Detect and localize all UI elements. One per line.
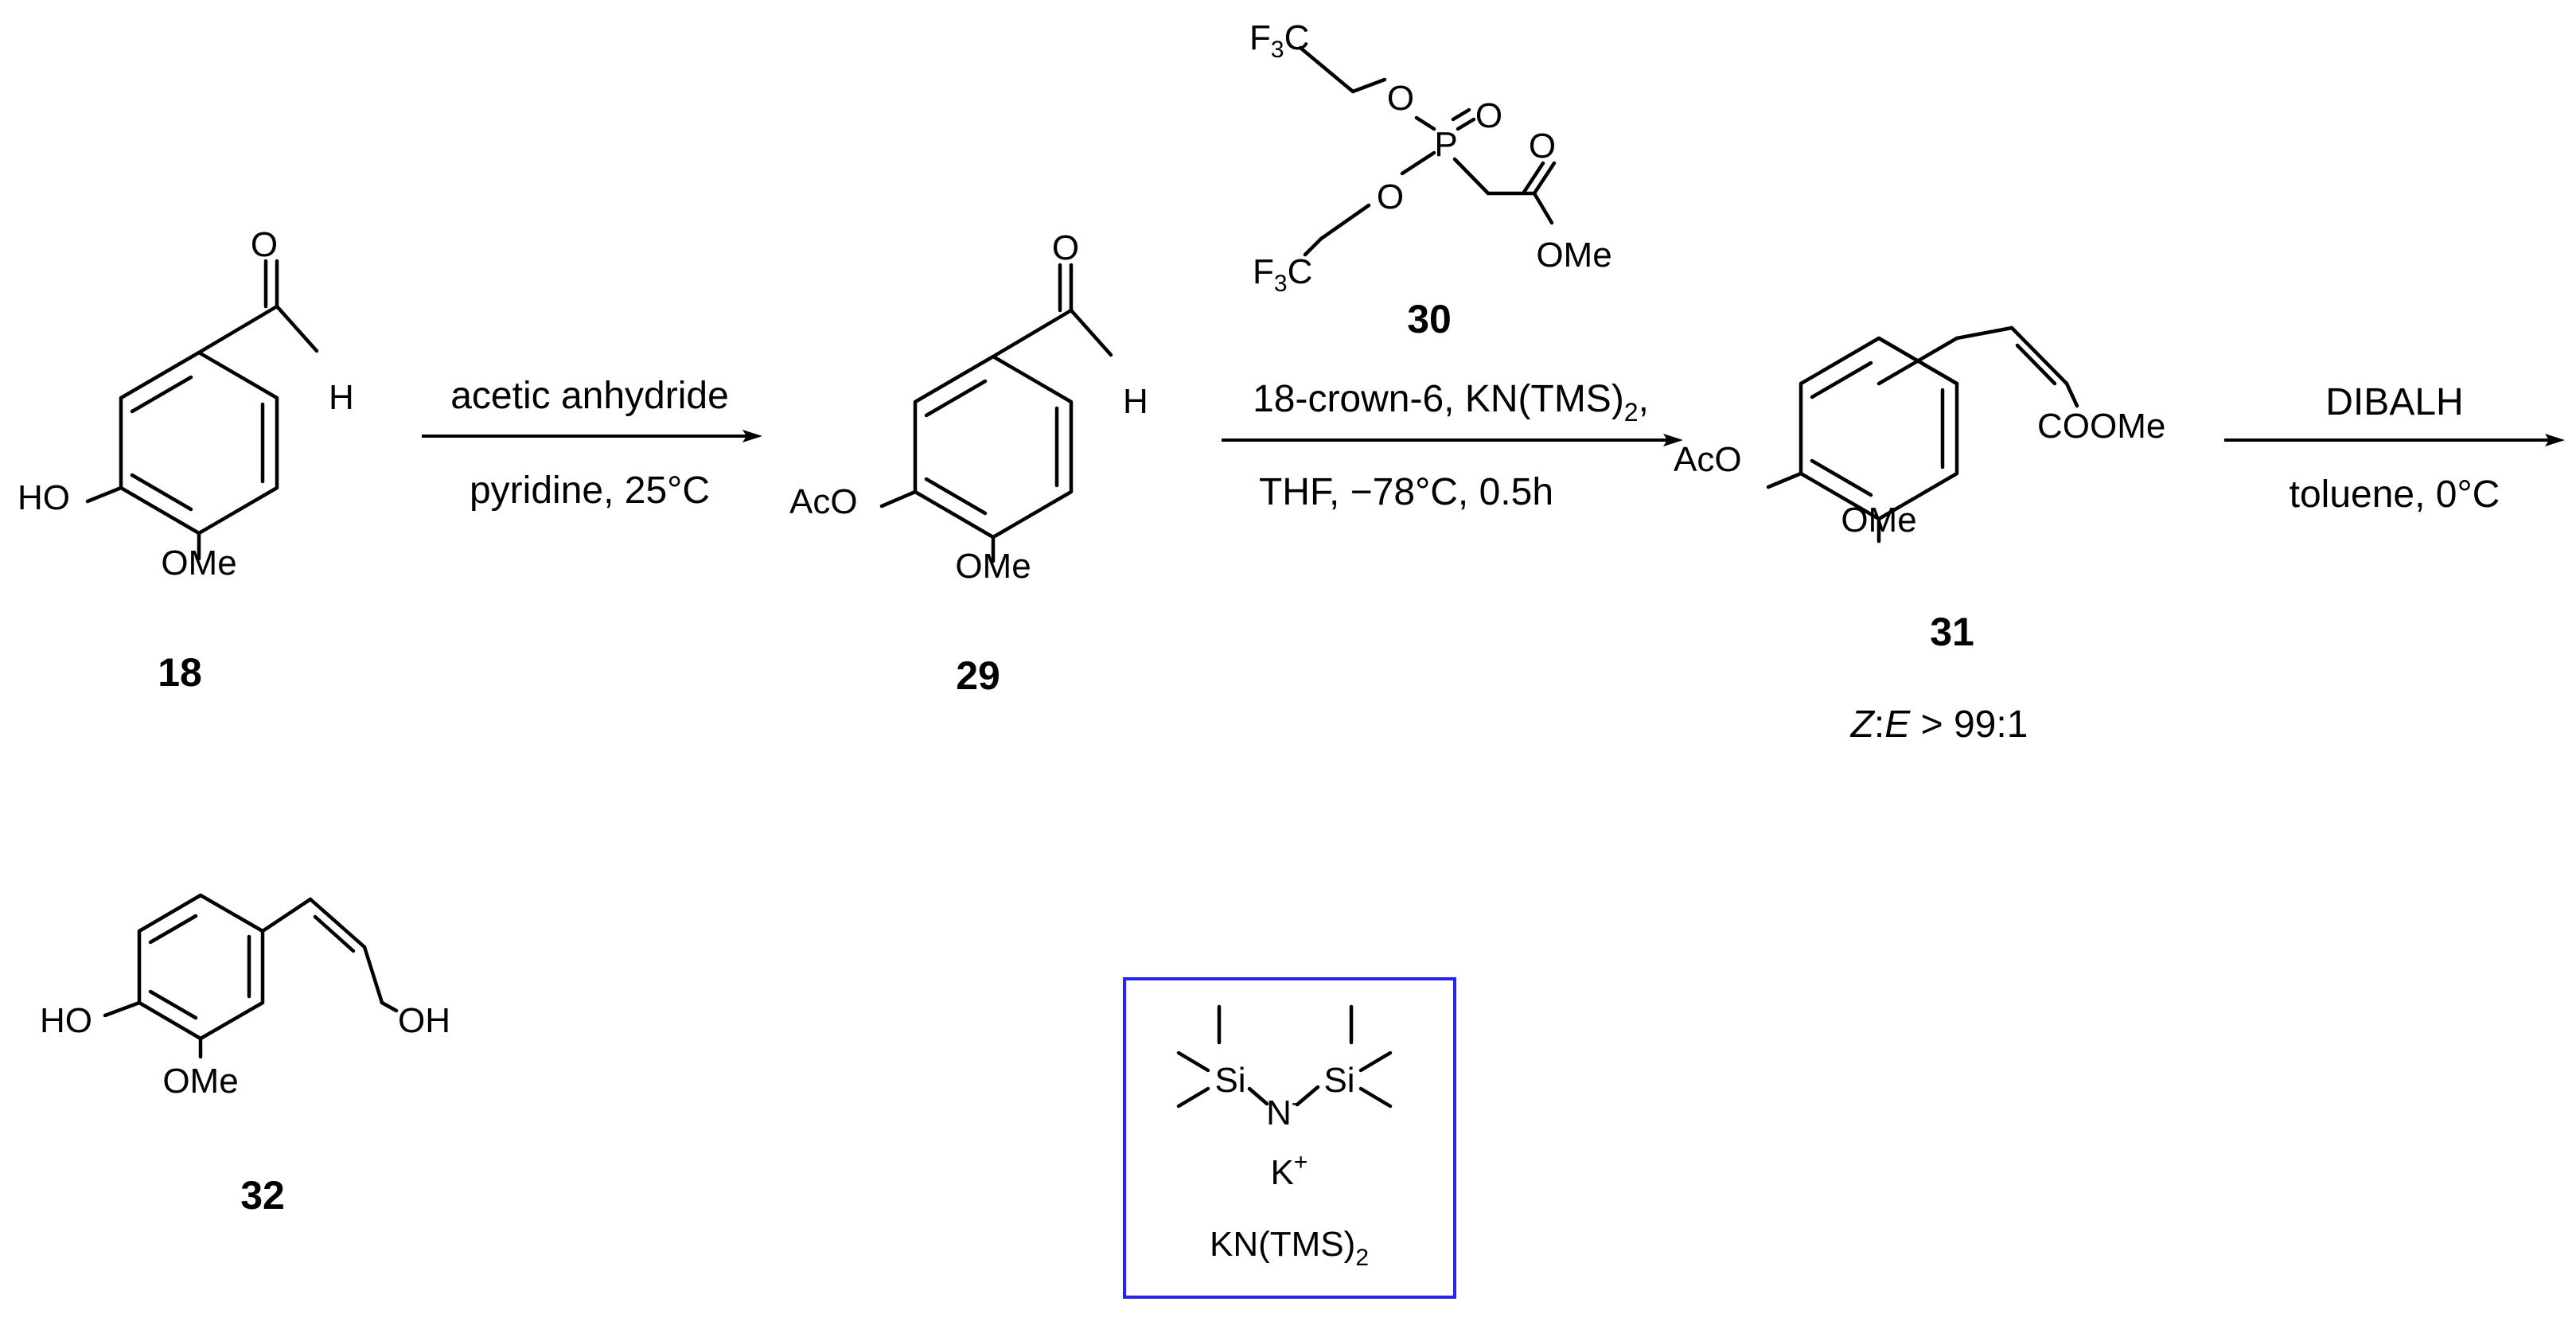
compound-30-methoxy: OMe	[1536, 236, 1611, 275]
arrow-1-conditions: pyridine, 25°C	[470, 470, 710, 512]
compound-31-ratio: Z:E > 99:1	[1850, 703, 2028, 746]
compound-32: HO OMe OH 32	[40, 893, 450, 1218]
reagent-box-kntms2: Si N- Si K+ KN(TMS)2	[1123, 977, 1456, 1299]
compound-32-number: 32	[240, 1173, 285, 1218]
reagent-nitrogen: N-	[1266, 1089, 1300, 1132]
compound-30-phosphoryl-o: O	[1475, 96, 1502, 135]
arrow-2-reagents: 18-crown-6, KN(TMS)2,	[1253, 378, 1649, 427]
compound-29: O H AcO OMe 29	[789, 228, 1148, 698]
compound-18-methoxy: OMe	[161, 544, 236, 583]
reagent-potassium: K+	[1271, 1149, 1308, 1192]
compound-31-ester: COOMe	[2037, 407, 2165, 446]
reagent-si-right: Si	[1323, 1061, 1354, 1100]
compound-29-number: 29	[956, 653, 1000, 698]
compound-18-aldehyde-h: H	[329, 378, 354, 417]
compound-31-number: 31	[1930, 610, 1974, 654]
compound-32-bonds	[103, 893, 399, 1059]
compound-18-bonds	[85, 259, 319, 561]
compound-18-aldehyde-o: O	[251, 225, 278, 264]
compound-32-phenol-oh: HO	[40, 1001, 92, 1040]
compound-29-aldehyde-o: O	[1052, 228, 1079, 267]
arrow-3: DIBALH toluene, 0°C	[2224, 381, 2565, 516]
compound-32-alcohol-oh: OH	[398, 1001, 450, 1040]
reagent-box-border	[1123, 977, 1456, 1299]
compound-31-bonds	[1766, 325, 2079, 544]
compound-30-cf3-bottom: F3C	[1253, 252, 1312, 297]
compound-30-ether-o-bottom: O	[1377, 177, 1404, 216]
arrow-3-conditions: toluene, 0°C	[2290, 474, 2500, 516]
compound-30-cf3-top: F3C	[1249, 18, 1309, 63]
compound-31-acetoxy: AcO	[1674, 440, 1742, 479]
compound-30-carbonyl-o: O	[1529, 127, 1556, 166]
compound-29-aldehyde-h: H	[1123, 382, 1148, 421]
compound-32-methoxy: OMe	[162, 1062, 238, 1101]
compound-18: O H HO OMe 18	[18, 225, 354, 695]
reagent-box-bonds	[1176, 1004, 1393, 1109]
arrow-1: acetic anhydride pyridine, 25°C	[422, 375, 762, 512]
compound-30: F3C O P O O F3C O OMe 30	[1249, 18, 1612, 341]
reagent-si-left: Si	[1214, 1061, 1245, 1100]
compound-31-methoxy: OMe	[1841, 501, 1916, 540]
arrow-2-conditions: THF, −78°C, 0.5h	[1259, 471, 1553, 513]
arrow-3-reagent: DIBALH	[2325, 381, 2463, 423]
compound-30-ether-o-top: O	[1387, 79, 1414, 118]
compound-30-number: 30	[1407, 297, 1452, 341]
compound-18-number: 18	[158, 650, 202, 695]
reagent-name: KN(TMS)2	[1210, 1225, 1369, 1271]
arrow-3-head	[2545, 434, 2565, 446]
arrow-2: 18-crown-6, KN(TMS)2, THF, −78°C, 0.5h	[1222, 378, 1683, 513]
compound-18-hydroxy: HO	[18, 478, 70, 517]
compound-29-acetoxy: AcO	[789, 482, 858, 521]
arrow-2-head	[1663, 434, 1683, 446]
compound-31: AcO OMe COOMe 31 Z:E > 99:1	[1674, 325, 2165, 746]
compound-30-phosphorus: P	[1434, 125, 1457, 164]
compound-29-bonds	[879, 263, 1113, 563]
compound-29-methoxy: OMe	[955, 547, 1031, 586]
arrow-1-reagent: acetic anhydride	[450, 375, 729, 417]
arrow-1-head	[742, 430, 762, 442]
compound-30-bonds	[1298, 45, 1557, 257]
